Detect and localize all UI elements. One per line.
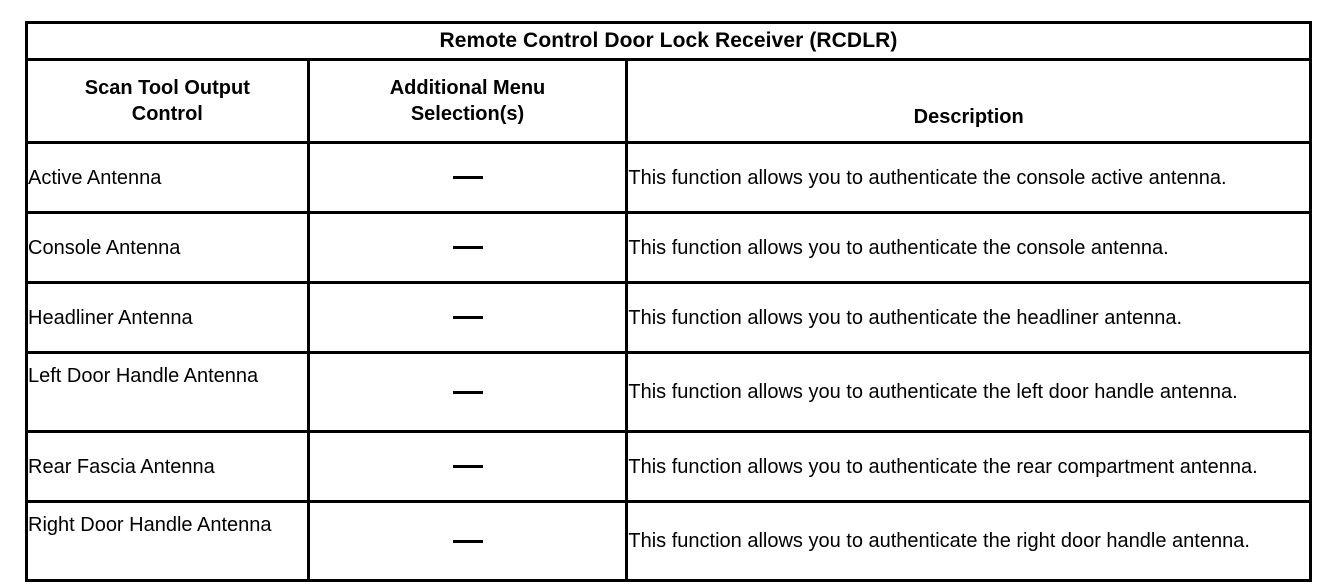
em-dash-icon (452, 465, 483, 469)
table-title-row: Remote Control Door Lock Receiver (RCDLR… (25, 21, 1312, 61)
table-row: Headliner Antenna This function allows y… (25, 281, 1312, 354)
em-dash-icon (452, 539, 483, 543)
em-dash-icon (452, 316, 483, 320)
table-row: Active Antenna This function allows you … (25, 141, 1312, 214)
cell-scan-tool-output-control: Right Door Handle Antenna (25, 500, 310, 582)
cell-scan-tool-output-control: Left Door Handle Antenna (25, 351, 310, 433)
cell-description: This function allows you to authenticate… (625, 211, 1312, 284)
em-dash-icon (452, 176, 483, 180)
em-dash-icon (452, 246, 483, 250)
cell-additional-menu-selection (306, 500, 629, 582)
cell-additional-menu-selection (306, 281, 629, 354)
cell-description: This function allows you to authenticate… (625, 430, 1312, 503)
em-dash-icon (452, 390, 483, 394)
column-header-description-label: Description (913, 106, 1024, 128)
table-row: Left Door Handle Antenna This function a… (25, 351, 1312, 433)
cell-scan-tool-output-control: Headliner Antenna (25, 281, 310, 354)
cell-description: This function allows you to authenticate… (625, 281, 1312, 354)
cell-scan-tool-output-control: Active Antenna (25, 141, 310, 214)
column-header-control: Scan Tool Output Control (25, 58, 310, 144)
table-row: Console Antenna This function allows you… (25, 211, 1312, 284)
column-header-menu-line1: Additional Menu (389, 77, 546, 99)
cell-additional-menu-selection (306, 430, 629, 503)
column-header-control-line2: Control (131, 103, 203, 125)
column-header-description: Description (625, 58, 1312, 144)
cell-scan-tool-output-control: Rear Fascia Antenna (25, 430, 310, 503)
cell-description: This function allows you to authenticate… (625, 351, 1312, 433)
cell-additional-menu-selection (306, 351, 629, 433)
cell-description: This function allows you to authenticate… (625, 500, 1312, 582)
column-header-menu: Additional Menu Selection(s) (306, 58, 629, 144)
table-row: Right Door Handle Antenna This function … (25, 500, 1312, 582)
cell-additional-menu-selection (306, 211, 629, 284)
column-header-control-line1: Scan Tool Output (84, 77, 250, 99)
cell-scan-tool-output-control: Console Antenna (25, 211, 310, 284)
cell-additional-menu-selection (306, 141, 629, 214)
table-title: Remote Control Door Lock Receiver (RCDLR… (25, 21, 1312, 61)
column-header-menu-line2: Selection(s) (410, 103, 525, 125)
table-header-row: Scan Tool Output Control Additional Menu… (25, 58, 1312, 144)
rcdlr-output-control-table: Remote Control Door Lock Receiver (RCDLR… (25, 21, 1312, 582)
cell-description: This function allows you to authenticate… (625, 141, 1312, 214)
table-row: Rear Fascia Antenna This function allows… (25, 430, 1312, 503)
